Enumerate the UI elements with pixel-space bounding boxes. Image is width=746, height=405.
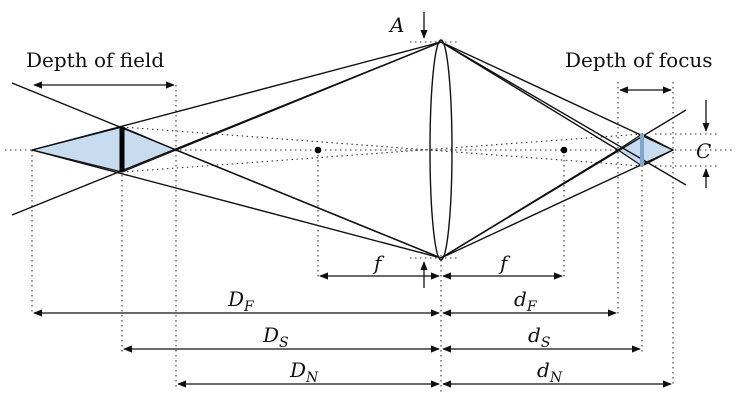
- subject-distance-label: DS: [262, 323, 289, 351]
- depth-of-field-zone: [31, 126, 178, 173]
- distance-arrows: [33, 309, 672, 388]
- focal-length-image-label: f: [498, 251, 511, 275]
- dotted-rays: [121, 126, 643, 173]
- depth-of-field-label: Depth of field: [26, 48, 164, 72]
- lens: [429, 39, 453, 261]
- far-object-distance-label: DF: [227, 287, 255, 315]
- focal-point-object: [314, 146, 322, 154]
- coc-label: C: [696, 139, 711, 163]
- image-side-rays: [440, 41, 687, 259]
- focal-length-object-label: f: [372, 251, 385, 275]
- object-side-rays: [11, 41, 442, 259]
- near-image-distance-label: dN: [537, 358, 563, 386]
- focal-point-image: [560, 146, 568, 154]
- far-image-distance-label: dF: [514, 287, 538, 315]
- subject-image-distance-label: dS: [528, 323, 550, 351]
- near-object-distance-label: DN: [289, 358, 319, 386]
- vertical-guides: [31, 82, 674, 392]
- depth-of-focus-label: Depth of focus: [565, 48, 713, 72]
- aperture-label: A: [388, 13, 404, 37]
